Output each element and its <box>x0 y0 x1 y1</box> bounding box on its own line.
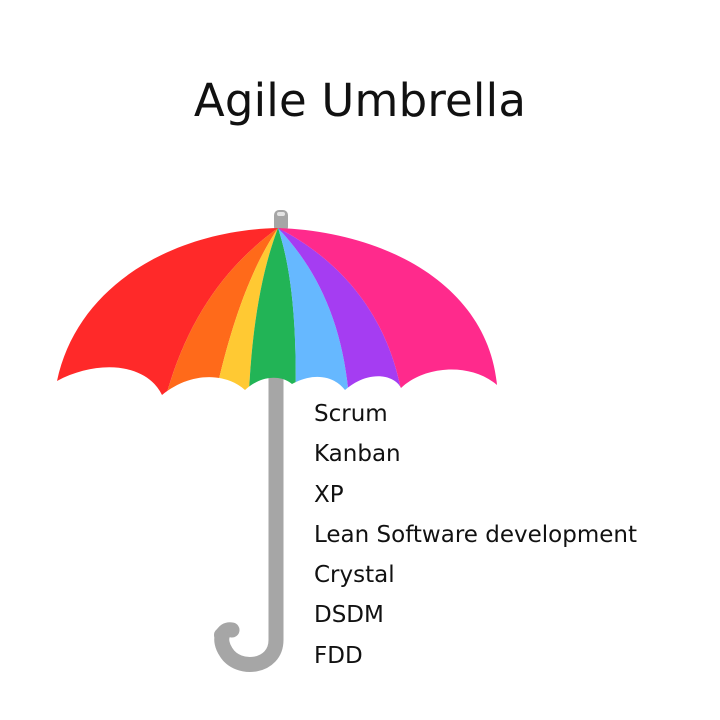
umbrella-tip-highlight <box>277 212 285 216</box>
method-item: DSDM <box>314 602 384 629</box>
umbrella-handle <box>214 362 284 672</box>
canopy-panel <box>278 228 350 395</box>
method-item: XP <box>314 481 344 508</box>
method-item: Scrum <box>314 401 388 427</box>
method-item: Crystal <box>314 562 395 589</box>
agile-methods-list: Scrum Kanban XP Lean Software developmen… <box>314 394 637 676</box>
umbrella-tip <box>274 210 288 232</box>
umbrella-handle-end <box>214 628 228 642</box>
canopy-panel <box>160 228 278 395</box>
canopy-panel <box>278 228 405 395</box>
method-item: FDD <box>314 642 363 669</box>
diagram-title: Agile Umbrella <box>193 74 527 127</box>
method-item: Lean Software development <box>314 521 637 548</box>
method-item: Kanban <box>314 441 401 468</box>
canopy-panel <box>248 228 296 395</box>
canopy-panel <box>210 228 278 395</box>
